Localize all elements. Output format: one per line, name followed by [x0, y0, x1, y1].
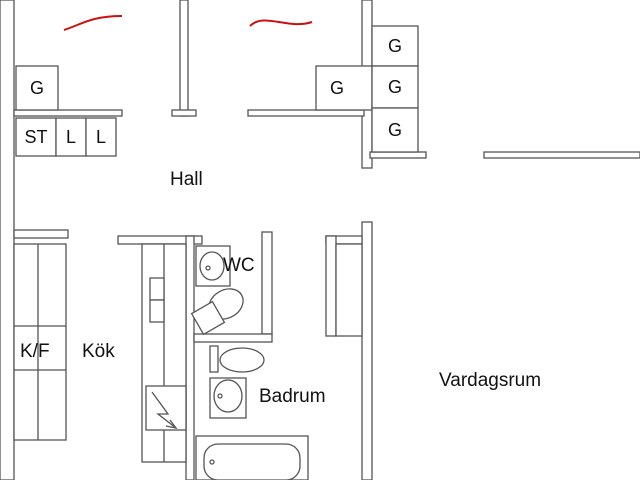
living-left-wall — [361, 221, 373, 480]
closet-lower-wall — [369, 151, 427, 159]
room-label-hall: Hall — [170, 169, 203, 190]
wc-right-wall — [261, 231, 273, 335]
bathtub-drain — [209, 459, 215, 465]
wardrobe-label: L — [95, 127, 106, 147]
window-mark — [63, 15, 123, 31]
wardrobe-label: L — [65, 127, 76, 147]
wardrobe-box — [55, 117, 87, 157]
lightning-icon-arrow — [165, 419, 178, 429]
window-mark — [249, 19, 313, 27]
living-upper-wall — [483, 151, 640, 159]
kitchen-counters — [13, 243, 187, 463]
bath-toilet-bowl — [219, 347, 265, 373]
bathtub — [203, 443, 301, 480]
bedroom-partition-wall — [179, 0, 189, 117]
wardrobe-label: G — [29, 78, 44, 98]
counter-fixture — [149, 277, 165, 301]
kitchen-bath-wall — [185, 235, 195, 480]
wardrobe-box — [371, 25, 419, 67]
room-label-badrum: Badrum — [259, 386, 326, 407]
wardrobe-label: ST — [24, 127, 48, 147]
room-label-kok: Kök — [82, 341, 115, 362]
lightning-icon — [151, 391, 177, 429]
wardrobe-label: G — [329, 78, 344, 98]
kitchen-upper-wall-left — [13, 229, 69, 239]
bedroom2-lower-wall — [247, 109, 365, 117]
wardrobe-label: G — [387, 36, 402, 56]
wardrobe-box — [371, 107, 419, 153]
bath-sink — [213, 379, 243, 413]
bath-closet — [335, 243, 363, 337]
left-counter — [13, 243, 67, 441]
left-exterior-wall — [0, 0, 15, 480]
room-label-wc: WC — [223, 255, 255, 276]
wardrobe-box — [85, 117, 117, 157]
door-jamb-wall — [171, 109, 197, 117]
fridge-freezer-label: K/F — [20, 341, 50, 362]
wardrobes — [15, 25, 419, 157]
room-label-vardagsrum: Vardagsrum — [439, 370, 542, 391]
wardrobe-box — [15, 117, 57, 157]
counter-fixture — [149, 299, 165, 323]
bath-sink-drain — [217, 393, 223, 399]
bath-closet-wall — [325, 235, 337, 337]
wc-lower-wall — [193, 333, 273, 343]
wc-toilet-tank — [190, 300, 226, 336]
wardrobe-label: G — [387, 120, 402, 140]
bedroom1-lower-wall — [13, 109, 123, 117]
bath-toilet-tank — [209, 345, 219, 373]
wc-sink-drain — [205, 265, 211, 271]
wardrobe-label: G — [387, 77, 402, 97]
wc-sink — [199, 251, 225, 281]
wardrobe-box — [15, 65, 59, 111]
wc-fixtures — [190, 245, 244, 336]
bathroom-fixtures — [195, 345, 309, 480]
